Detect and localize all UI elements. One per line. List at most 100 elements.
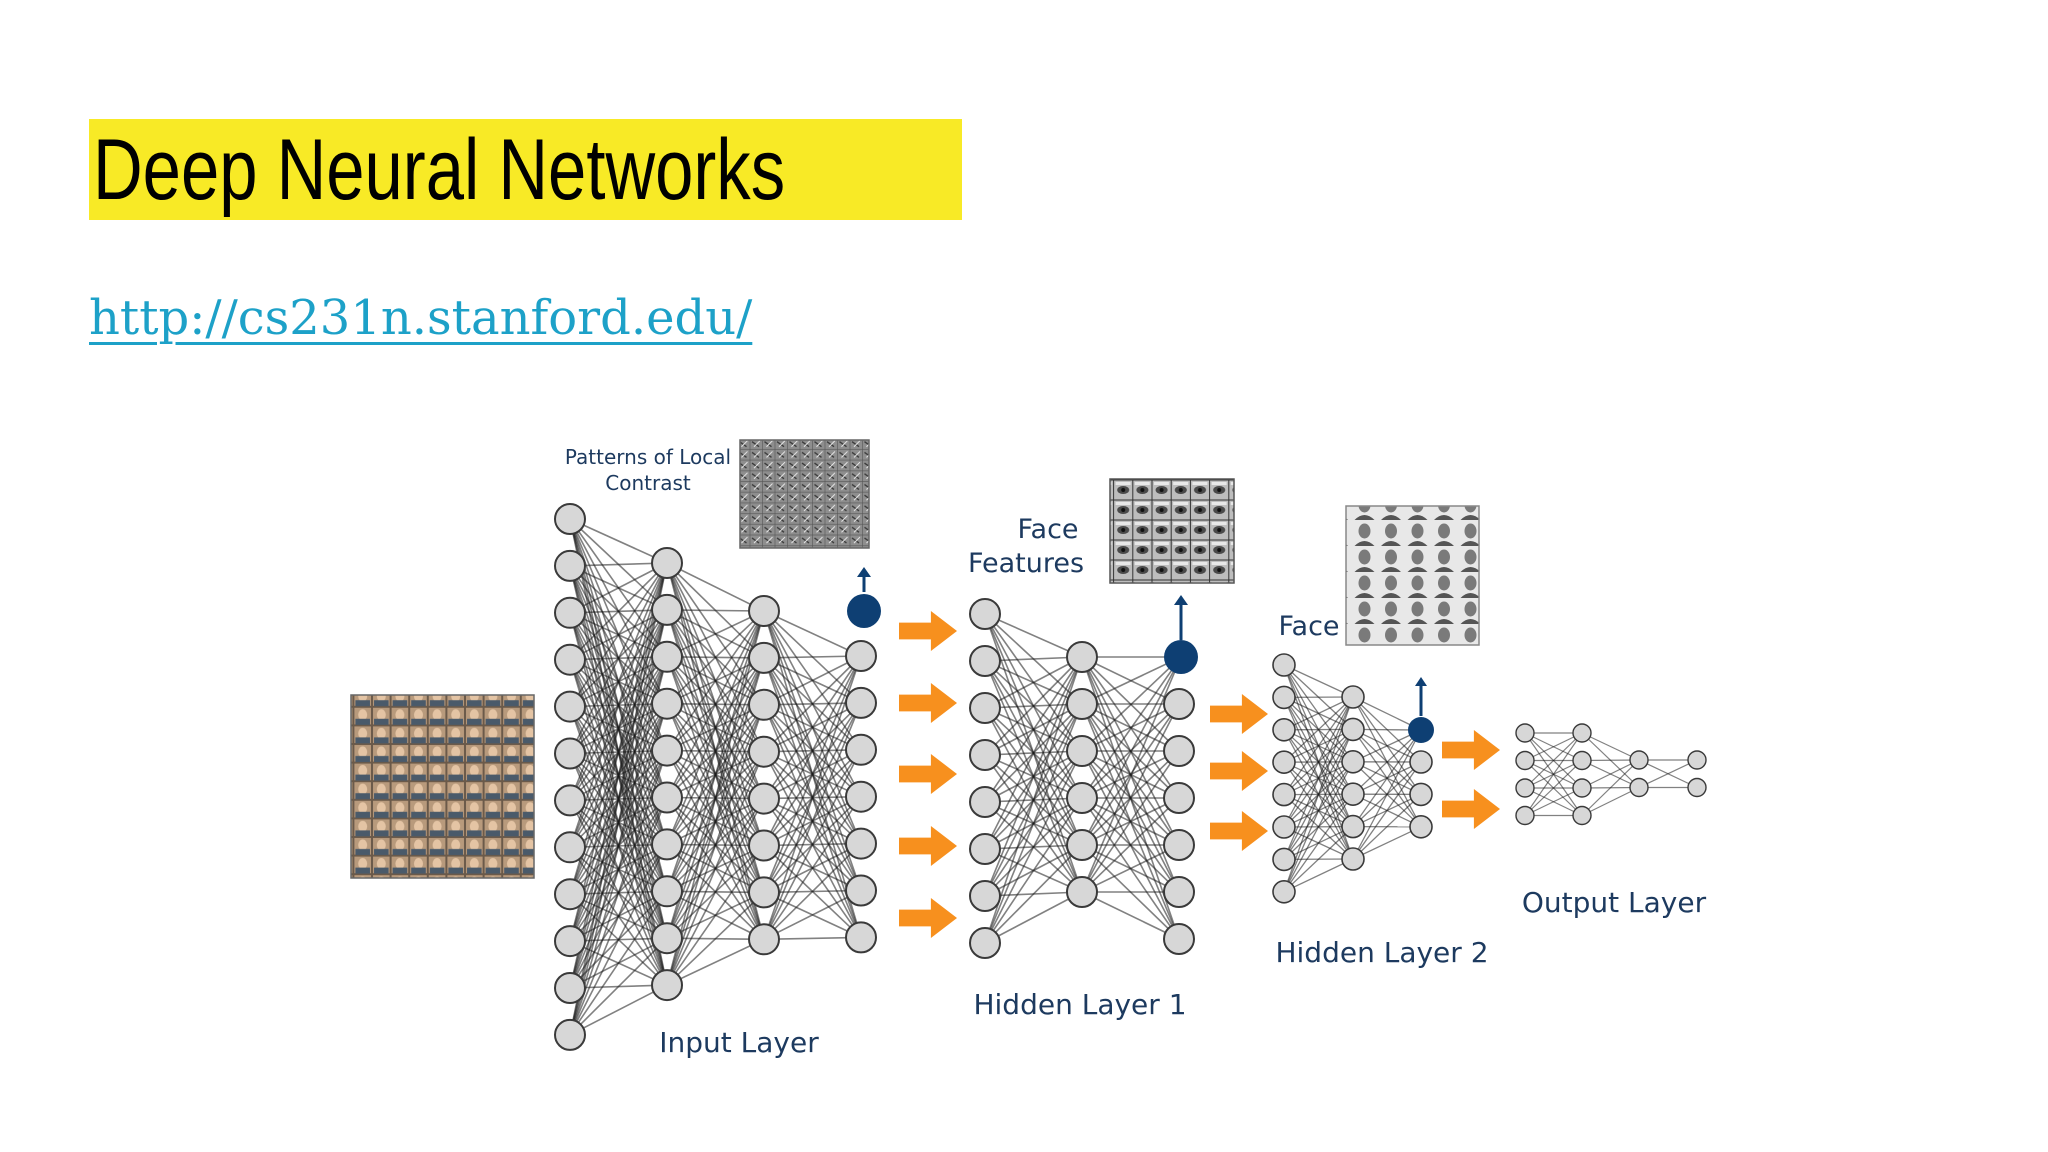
edge-input <box>763 655 862 846</box>
hidden1-node <box>1163 829 1195 861</box>
edge-input <box>763 655 862 893</box>
edge-hidden2 <box>1283 729 1354 893</box>
edge-output <box>1581 732 1640 761</box>
edge-input <box>569 518 668 564</box>
edge-input <box>763 749 862 940</box>
edge-hidden2 <box>1283 858 1354 893</box>
edge-input <box>763 610 862 657</box>
input-node <box>554 1018 586 1051</box>
input-node <box>554 878 586 911</box>
edge-hidden1 <box>984 656 1083 944</box>
input-node <box>845 827 877 860</box>
edge-input <box>666 610 765 892</box>
edge-hidden2 <box>1283 826 1354 893</box>
orange-arrow <box>1442 789 1500 829</box>
hidden1-node <box>1066 829 1098 861</box>
hidden1-node <box>1163 688 1195 720</box>
hidden-layer-2-label: Hidden Layer 2 <box>1275 936 1488 969</box>
hidden2-node <box>1272 879 1296 904</box>
input-node <box>554 784 586 817</box>
edge-input <box>569 562 668 801</box>
edge-hidden2 <box>1283 664 1354 698</box>
edge-input <box>763 655 862 659</box>
input-node <box>651 875 683 908</box>
face-features-image <box>1109 478 1235 584</box>
edge-output <box>1524 732 1583 789</box>
output-net-node <box>1515 723 1535 743</box>
output-net-node <box>1515 805 1535 826</box>
edge-input <box>666 845 765 986</box>
edge-hidden2 <box>1352 729 1422 860</box>
input-node <box>748 735 780 768</box>
edge-hidden2 <box>1352 729 1422 827</box>
edge-hidden1 <box>984 613 1083 658</box>
edge-hidden1 <box>984 656 1083 709</box>
hidden2-node <box>1409 750 1433 774</box>
edge-input <box>569 703 668 1036</box>
edge-input <box>763 936 862 941</box>
network-connections <box>569 518 1698 1036</box>
input-node <box>748 829 780 862</box>
edge-hidden1 <box>1081 703 1180 846</box>
hidden2-node <box>1272 847 1296 872</box>
edge-input <box>763 889 862 941</box>
hidden1-node <box>969 833 1001 865</box>
input-node <box>554 549 586 582</box>
hidden1-node <box>1163 923 1195 955</box>
hidden1-node <box>1163 782 1195 814</box>
patterns-label: Patterns of Local <box>565 445 731 469</box>
output-net-node <box>1629 777 1649 798</box>
hidden1-node <box>1066 876 1098 908</box>
edge-output <box>1581 759 1640 789</box>
hidden2-node <box>1341 847 1365 871</box>
input-node <box>845 733 877 766</box>
edge-input <box>666 610 765 845</box>
hidden1-node <box>969 739 1001 771</box>
orange-arrow <box>899 754 957 794</box>
edge-hidden1 <box>1081 656 1182 846</box>
hidden2-node <box>1272 653 1296 677</box>
edge-hidden2 <box>1283 696 1354 795</box>
edge-hidden1 <box>984 703 1083 944</box>
edge-output <box>1581 786 1640 817</box>
feature-output-node-3 <box>1408 717 1434 743</box>
hidden2-node <box>1272 717 1296 742</box>
output-net-node <box>1572 778 1592 798</box>
edge-input <box>666 657 765 986</box>
hidden1-node <box>969 692 1001 724</box>
orange-arrow <box>1210 811 1268 851</box>
edge-input <box>763 843 862 940</box>
edge-hidden1 <box>984 656 1083 756</box>
edge-hidden1 <box>1081 703 1180 893</box>
output-net-node <box>1687 750 1707 770</box>
input-node <box>748 595 780 627</box>
edge-input <box>569 937 668 1036</box>
input-node <box>554 643 586 676</box>
orange-arrow <box>1442 730 1500 770</box>
arrow-up-head-3 <box>1415 677 1427 686</box>
input-node <box>845 921 877 954</box>
edge-input <box>569 562 668 848</box>
edge-hidden1 <box>984 656 1083 850</box>
edge-hidden1 <box>984 797 1083 944</box>
hidden1-node <box>1066 688 1098 720</box>
edge-input <box>666 751 765 986</box>
input-node <box>554 831 586 864</box>
input-node <box>651 593 683 626</box>
edge-input <box>666 938 765 986</box>
edge-hidden1 <box>984 656 1083 803</box>
edge-input <box>763 655 862 753</box>
hidden1-node <box>969 598 1001 630</box>
hidden1-node <box>969 786 1001 818</box>
input-node <box>845 780 877 813</box>
edge-hidden1 <box>1081 844 1180 893</box>
edge-input <box>569 656 668 1036</box>
orange-arrow <box>899 826 957 866</box>
course-link[interactable]: http://cs231n.stanford.edu/ <box>89 290 753 346</box>
edge-input <box>763 655 862 940</box>
input-faces-image <box>350 694 535 879</box>
hidden1-node <box>1163 876 1195 908</box>
edge-input <box>666 798 765 986</box>
edge-output <box>1524 732 1583 816</box>
edge-hidden1 <box>1081 656 1182 705</box>
